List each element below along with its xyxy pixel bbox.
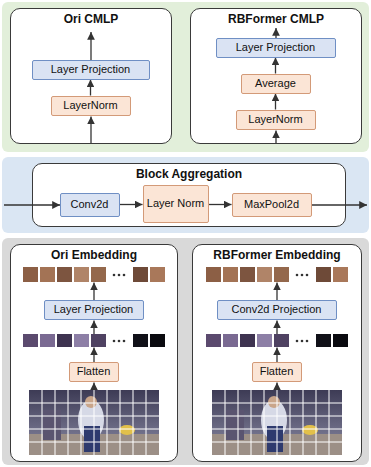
output-arrow bbox=[275, 28, 276, 38]
box-label: Conv2d bbox=[68, 198, 112, 211]
box-label: MaxPool2d bbox=[241, 198, 302, 211]
flow-arrow bbox=[93, 383, 94, 391]
arrow-connector bbox=[275, 94, 276, 110]
blue-panel bbox=[2, 157, 369, 233]
box-label: Layer Projection bbox=[51, 303, 137, 316]
output-arrow bbox=[90, 32, 91, 60]
operation-box: Flatten bbox=[252, 362, 302, 382]
input-image bbox=[212, 390, 342, 455]
flattened-patches bbox=[23, 334, 165, 347]
embedding-patches bbox=[206, 267, 348, 282]
flow-arrow bbox=[276, 383, 277, 391]
arrow-connector bbox=[120, 204, 143, 205]
flow-arrow bbox=[276, 348, 277, 363]
box-label: Layer Projection bbox=[48, 63, 134, 76]
flow-arrow bbox=[93, 283, 94, 301]
box-label: Average bbox=[252, 77, 299, 90]
layer-box: Conv2d Projection bbox=[217, 300, 337, 320]
box-label: LayerNorm bbox=[245, 113, 305, 126]
operation-box: Layer Norm bbox=[143, 185, 209, 223]
arrow-connector bbox=[209, 204, 232, 205]
arrow-connector bbox=[90, 80, 91, 96]
flow-arrow bbox=[93, 348, 94, 363]
grey-panel bbox=[2, 238, 369, 465]
embedding-patches bbox=[23, 267, 165, 282]
box-label: Conv2d Projection bbox=[229, 303, 325, 316]
flattened-patches bbox=[206, 334, 348, 347]
flow-arrow bbox=[93, 321, 94, 335]
input-image bbox=[29, 390, 159, 455]
layer-box: Layer Projection bbox=[32, 60, 150, 80]
input-arrow bbox=[90, 117, 91, 144]
layer-box: Layer Projection bbox=[44, 300, 144, 320]
input-arrow bbox=[275, 131, 276, 144]
operation-box: LayerNorm bbox=[51, 96, 131, 116]
box-label: Flatten bbox=[74, 365, 114, 378]
module-title: Block Aggregation bbox=[33, 167, 345, 181]
flow-arrow bbox=[276, 321, 277, 335]
box-label: LayerNorm bbox=[60, 99, 120, 112]
box-label: Layer Norm bbox=[144, 197, 207, 210]
flow-arrow bbox=[276, 283, 277, 301]
module-title: RBFormer CMLP bbox=[191, 12, 361, 26]
module-box: Block AggregationConv2d Layer Norm MaxPool… bbox=[32, 163, 346, 227]
operation-box: LayerNorm bbox=[236, 110, 316, 130]
input-arrow bbox=[4, 204, 60, 205]
module-title: Ori Embedding bbox=[11, 248, 177, 262]
green-panel bbox=[2, 2, 369, 152]
layer-box: Conv2d bbox=[60, 193, 120, 217]
box-label: Flatten bbox=[257, 365, 297, 378]
box-label: Layer Projection bbox=[233, 41, 319, 54]
module-title: RBFormer Embedding bbox=[193, 248, 361, 262]
output-arrow bbox=[312, 204, 367, 205]
operation-box: Flatten bbox=[69, 362, 119, 382]
arrow-connector bbox=[275, 58, 276, 74]
operation-box: Average bbox=[241, 74, 311, 94]
layer-box: Layer Projection bbox=[216, 38, 336, 58]
module-title: Ori CMLP bbox=[11, 12, 171, 26]
operation-box: MaxPool2d bbox=[232, 193, 312, 217]
